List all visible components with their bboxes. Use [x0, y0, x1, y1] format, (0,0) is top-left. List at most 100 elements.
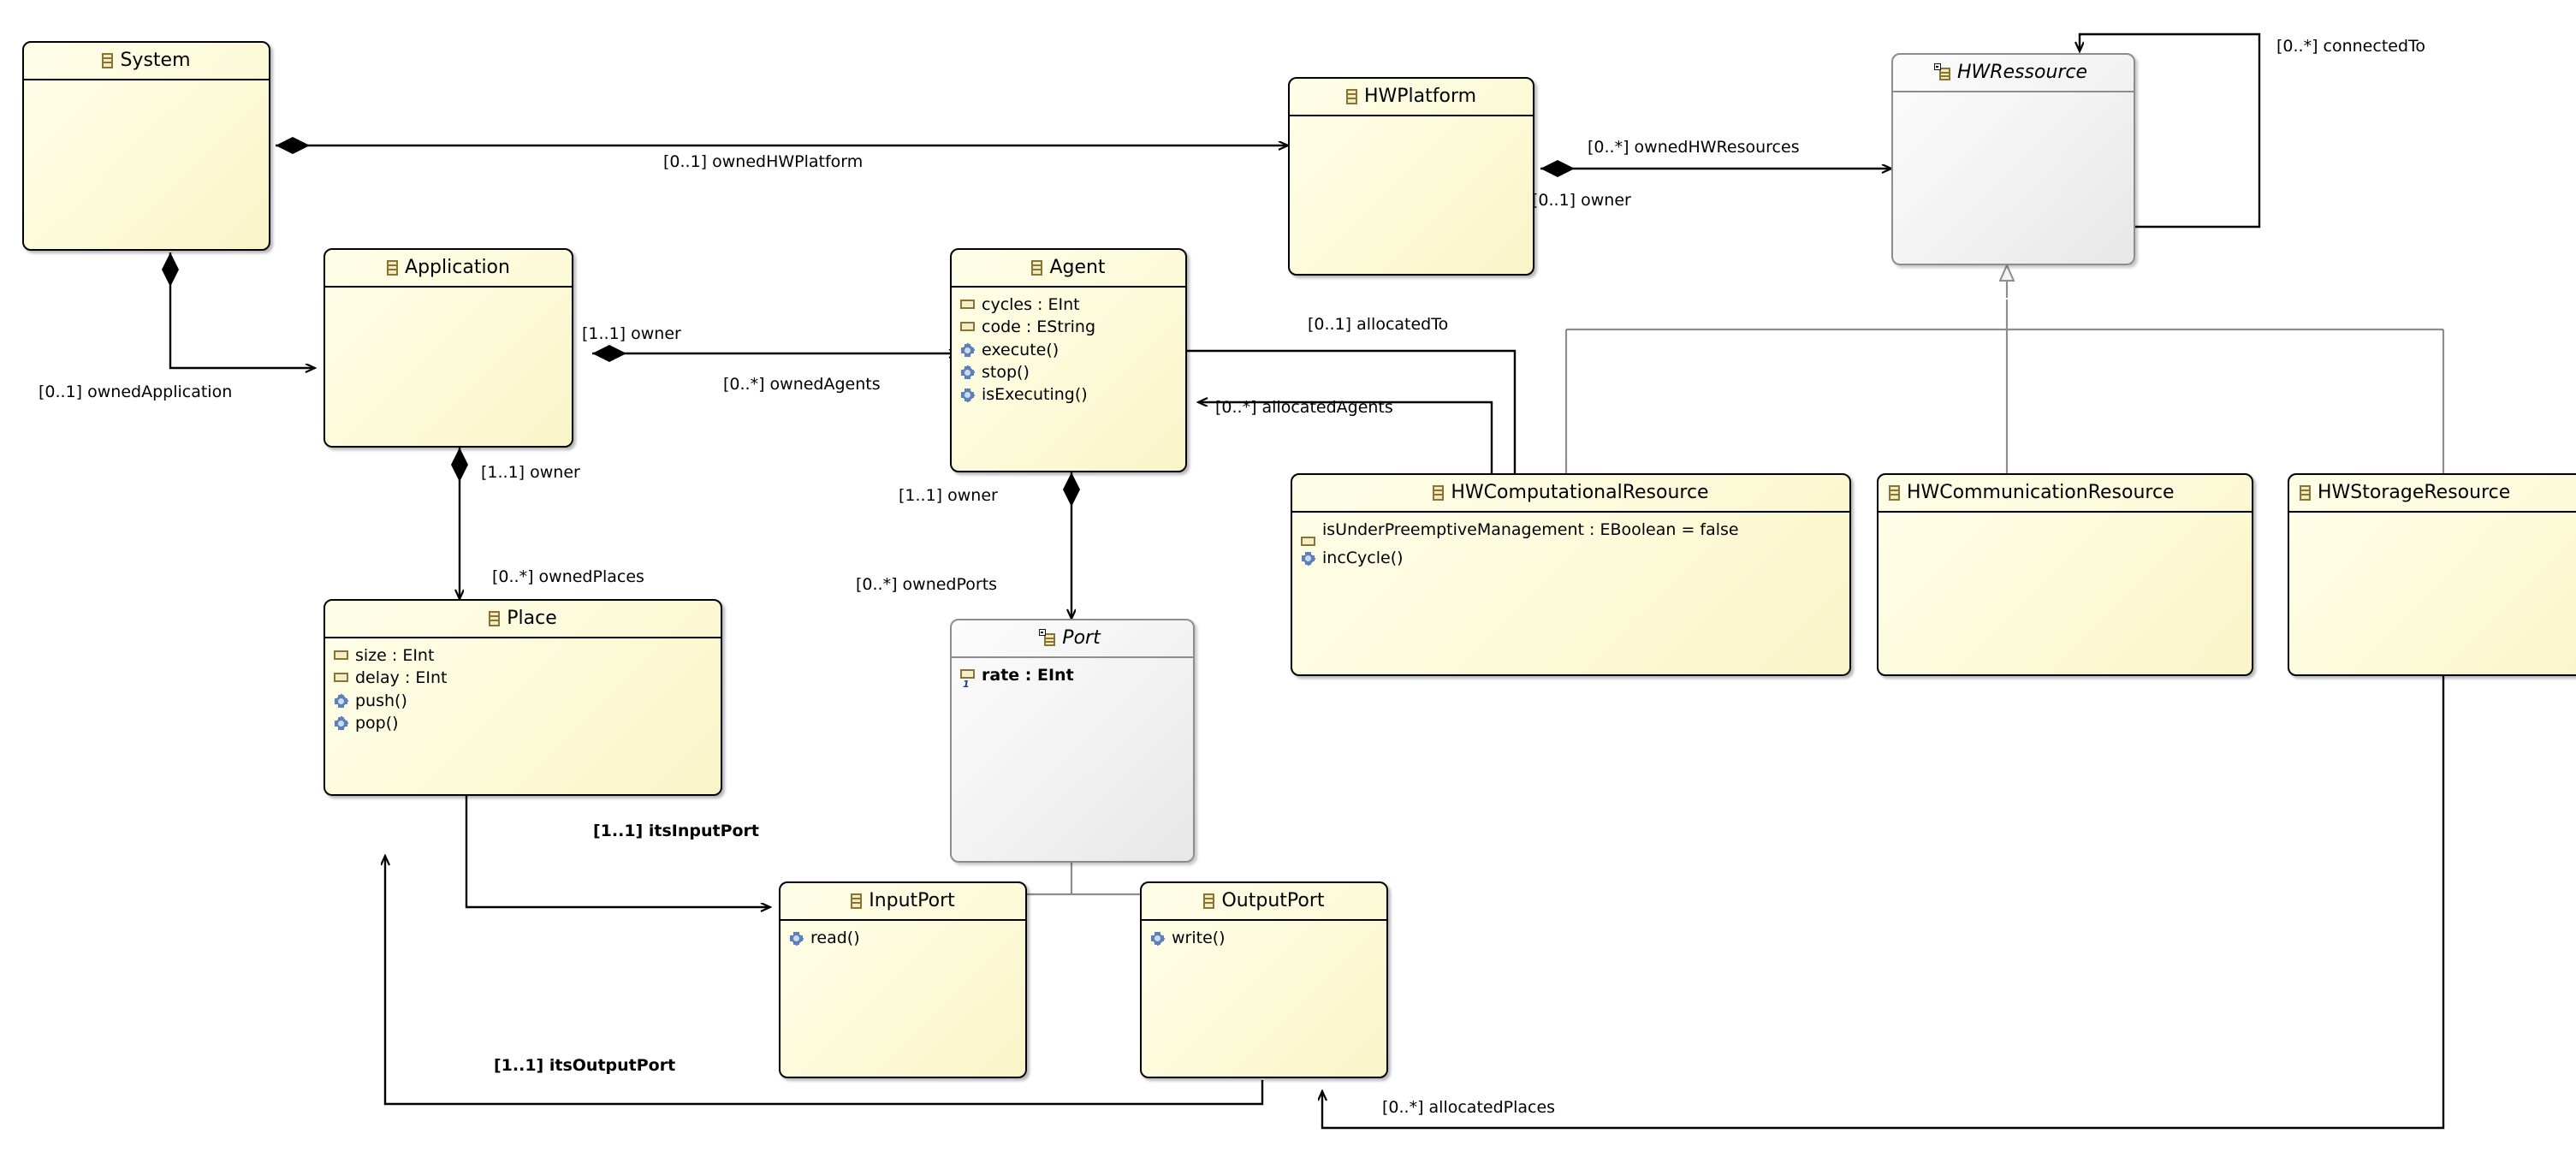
class-hwcomputationalresource[interactable]: HWComputationalResource isUnderPreemptiv…: [1291, 473, 1851, 676]
label-owned-places: [0..*] ownedPlaces: [492, 567, 644, 586]
class-application-body: [325, 288, 572, 299]
class-place-body: size : EInt delay : EInt push() pop(): [325, 638, 721, 739]
attribute-row: cycles : EInt: [952, 294, 1185, 316]
operation-icon: [334, 715, 348, 731]
operation-label: write(): [1172, 929, 1226, 947]
class-outputport-header: OutputPort: [1142, 883, 1386, 921]
attribute-label: delay : EInt: [355, 668, 448, 688]
class-agent[interactable]: Agent cycles : EInt code : EString execu…: [950, 248, 1187, 472]
class-hwressource[interactable]: HWRessource: [1891, 53, 2135, 265]
class-hwcommunicationresource[interactable]: HWCommunicationResource: [1877, 473, 2253, 676]
label-its-input-port: [1..1] itsInputPort: [593, 822, 759, 840]
class-hwcomputationalresource-body: isUnderPreemptiveManagement : EBoolean =…: [1292, 513, 1849, 574]
operation-row: read(): [781, 927, 1025, 949]
class-port[interactable]: Port 1 rate : EInt: [950, 619, 1195, 863]
label-owned-application: [0..1] ownedApplication: [39, 383, 233, 401]
class-port-body: 1 rate : EInt: [952, 658, 1193, 691]
class-system[interactable]: System: [22, 41, 270, 251]
class-icon: [1433, 485, 1445, 501]
class-agent-title: Agent: [1049, 257, 1106, 278]
class-hwstorageresource[interactable]: HWStorageResource: [2288, 473, 2576, 676]
operation-icon: [1150, 931, 1165, 946]
operation-label: push(): [355, 691, 407, 710]
class-inputport[interactable]: InputPort read(): [779, 881, 1027, 1078]
class-port-header: Port: [952, 620, 1193, 658]
label-owned-hw-platform: [0..1] ownedHWPlatform: [663, 152, 864, 171]
class-system-title: System: [120, 50, 191, 71]
attribute-icon: [960, 300, 975, 309]
operation-row: write(): [1142, 927, 1386, 949]
class-icon: [1203, 893, 1215, 909]
operation-row: stop(): [952, 361, 1185, 383]
operation-row: execute(): [952, 339, 1185, 361]
class-icon: [489, 611, 501, 626]
attribute-row: size : EInt: [325, 644, 721, 667]
class-hwcommunicationresource-title: HWCommunicationResource: [1907, 482, 2175, 503]
operation-icon: [960, 388, 975, 403]
class-hwstorageresource-body: [2289, 513, 2576, 524]
class-outputport-body: write(): [1142, 921, 1386, 954]
operation-label: isExecuting(): [982, 385, 1088, 405]
operation-row: incCycle(): [1292, 547, 1849, 569]
class-system-header: System: [24, 43, 269, 80]
class-hwressource-title: HWRessource: [1956, 62, 2088, 83]
class-hwstorageresource-header: HWStorageResource: [2289, 475, 2576, 513]
operation-label: pop(): [355, 713, 399, 733]
class-hwplatform-title: HWPlatform: [1363, 86, 1477, 107]
class-outputport[interactable]: OutputPort write(): [1140, 881, 1388, 1078]
class-place[interactable]: Place size : EInt delay : EInt push() po…: [323, 599, 722, 796]
edge-allocatedplaces: [1322, 676, 2445, 1130]
label-owned-ports: [0..*] ownedPorts: [856, 575, 998, 594]
class-hwcommunicationresource-header: HWCommunicationResource: [1879, 475, 2252, 513]
attribute-row: delay : EInt: [325, 667, 721, 689]
class-application-header: Application: [325, 250, 572, 288]
operation-icon: [960, 365, 975, 380]
attribute-row: 1 rate : EInt: [952, 664, 1193, 689]
class-icon: [387, 260, 399, 276]
class-application-title: Application: [405, 257, 510, 278]
class-hwplatform[interactable]: HWPlatform: [1288, 77, 1534, 276]
operation-label: execute(): [982, 340, 1059, 359]
label-owner-hw-platform: [0..1] owner: [1532, 191, 1631, 210]
class-place-header: Place: [325, 601, 721, 638]
edge-system-ownedapplication: [162, 252, 315, 368]
label-owner-agent-port: [1..1] owner: [899, 486, 998, 505]
operation-label: stop(): [982, 362, 1030, 382]
attribute-label: cycles : EInt: [982, 295, 1080, 314]
attribute-label: size : EInt: [355, 646, 435, 665]
edge-application-ownedagents: [592, 345, 959, 362]
class-inputport-body: read(): [781, 921, 1025, 954]
label-connected-to: [0..*] connectedTo: [2276, 37, 2426, 56]
class-inputport-title: InputPort: [869, 890, 955, 911]
attribute-icon: [334, 650, 348, 660]
attribute-icon: [960, 322, 975, 332]
label-owned-hw-resources: [0..*] ownedHWResources: [1588, 138, 1800, 157]
class-application[interactable]: Application: [323, 248, 573, 448]
operation-row: push(): [325, 690, 721, 712]
label-owner-application-place: [1..1] owner: [481, 463, 580, 482]
attribute-label: rate : EInt: [982, 666, 1074, 685]
attribute-icon: [1301, 537, 1315, 546]
class-agent-body: cycles : EInt code : EString execute() s…: [952, 288, 1185, 412]
class-icon: [102, 53, 114, 68]
class-hwstorageresource-title: HWStorageResource: [2318, 482, 2511, 503]
operation-row: isExecuting(): [952, 383, 1185, 406]
class-port-title: Port: [1062, 627, 1101, 649]
attribute-icon: [334, 673, 348, 683]
class-inputport-header: InputPort: [781, 883, 1025, 921]
label-allocated-places: [0..*] allocatedPlaces: [1382, 1098, 1556, 1117]
class-system-body: [24, 80, 269, 92]
edge-agent-ownedports: [1063, 472, 1080, 619]
class-hwplatform-header: HWPlatform: [1290, 79, 1533, 116]
class-outputport-title: OutputPort: [1221, 890, 1325, 911]
label-its-output-port: [1..1] itsOutputPort: [494, 1056, 676, 1075]
attribute-icon: 1: [960, 669, 975, 689]
abstract-class-icon: [1039, 629, 1056, 646]
class-agent-header: Agent: [952, 250, 1185, 288]
operation-icon: [1301, 551, 1315, 566]
operation-icon: [334, 693, 348, 709]
attribute-row: isUnderPreemptiveManagement : EBoolean =…: [1292, 519, 1849, 547]
edge-application-ownedplaces: [451, 448, 468, 599]
class-icon: [1345, 89, 1357, 104]
